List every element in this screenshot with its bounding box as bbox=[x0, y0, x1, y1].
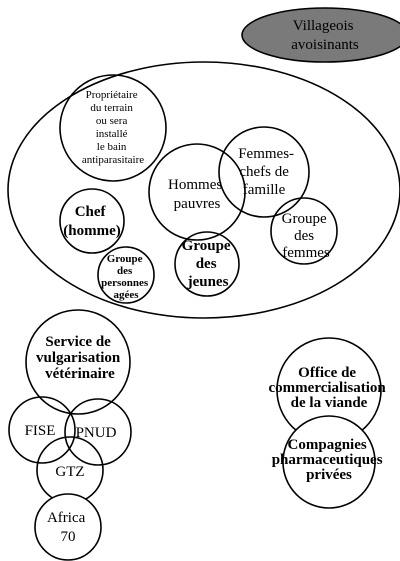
villages-label: Villageois avoisinants bbox=[291, 18, 359, 53]
node-chief: Chef (homme) bbox=[59, 188, 125, 254]
africa70-label: Africa 70 bbox=[47, 510, 89, 545]
fise-label: FISE bbox=[25, 423, 56, 439]
women-group-circle bbox=[270, 197, 338, 265]
youth-group-circle bbox=[174, 231, 240, 297]
elderly-group-label: Groupe des personnes agées bbox=[101, 253, 151, 301]
community-ellipse bbox=[7, 61, 400, 319]
landowner-label: Propriétaire du terrain ou sera installé… bbox=[82, 89, 144, 166]
node-poor-men: Hommes pauvres bbox=[148, 143, 246, 241]
elderly-group-circle bbox=[97, 246, 155, 304]
female-heads-circle bbox=[218, 126, 310, 218]
poor-men-circle bbox=[148, 143, 246, 241]
node-pharma: Compagnies pharmaceutiques privées bbox=[272, 415, 387, 509]
landowner-circle bbox=[59, 74, 167, 182]
node-meat-office: Office de commercialisation de la viande bbox=[269, 337, 390, 443]
africa70-circle bbox=[34, 493, 102, 561]
women-group-label: Groupe des femmes bbox=[282, 211, 331, 261]
node-women-group: Groupe des femmes bbox=[270, 197, 338, 265]
pnud-label: PNUD bbox=[76, 425, 117, 441]
vet-service-label: Service de vulgarisation vétérinaire bbox=[36, 334, 124, 382]
node-pnud: PNUD bbox=[64, 398, 132, 466]
chief-circle bbox=[59, 188, 125, 254]
node-youth-group: Groupe des jeunes bbox=[174, 231, 240, 297]
pnud-circle bbox=[64, 398, 132, 466]
villages-ellipse bbox=[241, 7, 400, 63]
vet-service-circle bbox=[25, 309, 131, 415]
node-fise: FISE bbox=[8, 396, 76, 464]
meat-office-label: Office de commercialisation de la viande bbox=[269, 365, 390, 411]
node-elderly-group: Groupe des personnes agées bbox=[97, 246, 155, 304]
pharma-circle bbox=[282, 415, 376, 509]
chief-label: Chef (homme) bbox=[63, 204, 120, 239]
node-landowner: Propriétaire du terrain ou sera installé… bbox=[59, 74, 167, 182]
fise-circle bbox=[8, 396, 76, 464]
node-africa70: Africa 70 bbox=[34, 493, 102, 561]
pharma-label: Compagnies pharmaceutiques privées bbox=[272, 437, 387, 483]
female-heads-label: Femmes- chefs de famille bbox=[238, 146, 298, 198]
poor-men-label: Hommes pauvres bbox=[168, 177, 226, 212]
node-female-heads: Femmes- chefs de famille bbox=[218, 126, 310, 218]
youth-group-label: Groupe des jeunes bbox=[182, 238, 235, 290]
node-vet-service: Service de vulgarisation vétérinaire bbox=[25, 309, 131, 415]
node-villages: Villageois avoisinants bbox=[241, 7, 400, 63]
gtz-label: GTZ bbox=[55, 464, 84, 480]
